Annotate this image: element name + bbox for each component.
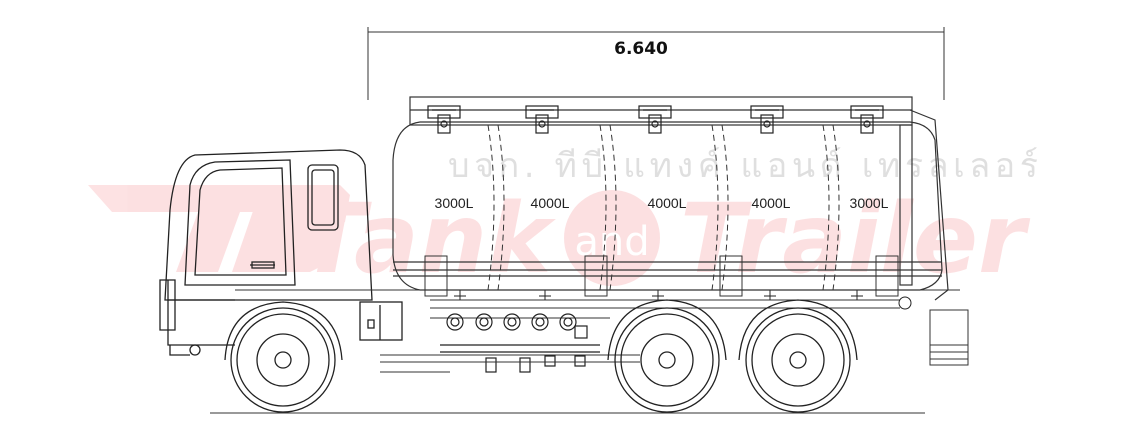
compartment-label: 3000L [435,195,474,211]
dimension-line [367,27,945,100]
wheel-rear-1 [607,299,727,413]
compartment-label: 4000L [648,195,687,211]
compartment-dividers [487,124,840,291]
compartment-label: 4000L [752,195,791,211]
manhole-covers [427,105,884,134]
manhole-5 [850,105,884,134]
watermark-and: and [574,219,649,265]
tb-logo [88,185,350,272]
wheel-front [224,301,343,413]
manhole-3 [638,105,672,134]
manhole-1 [427,105,461,134]
manhole-4 [750,105,784,134]
compartment-label: 3000L [850,195,889,211]
dimension-label: 6.640 [614,39,668,59]
watermark-thai-company: บจก. ทีบี แทงค์ แอนด์ เทรลเลอร์ [448,146,1038,186]
compartment-label: 4000L [531,195,570,211]
chassis [235,289,969,373]
bottom-valves [454,290,912,310]
manhole-2 [525,105,559,134]
discharge-manifold [440,313,600,373]
cab [159,149,403,356]
wheel-rear-2 [738,299,858,413]
compartment-labels: 3000L 4000L 4000L 4000L 3000L [435,195,889,211]
